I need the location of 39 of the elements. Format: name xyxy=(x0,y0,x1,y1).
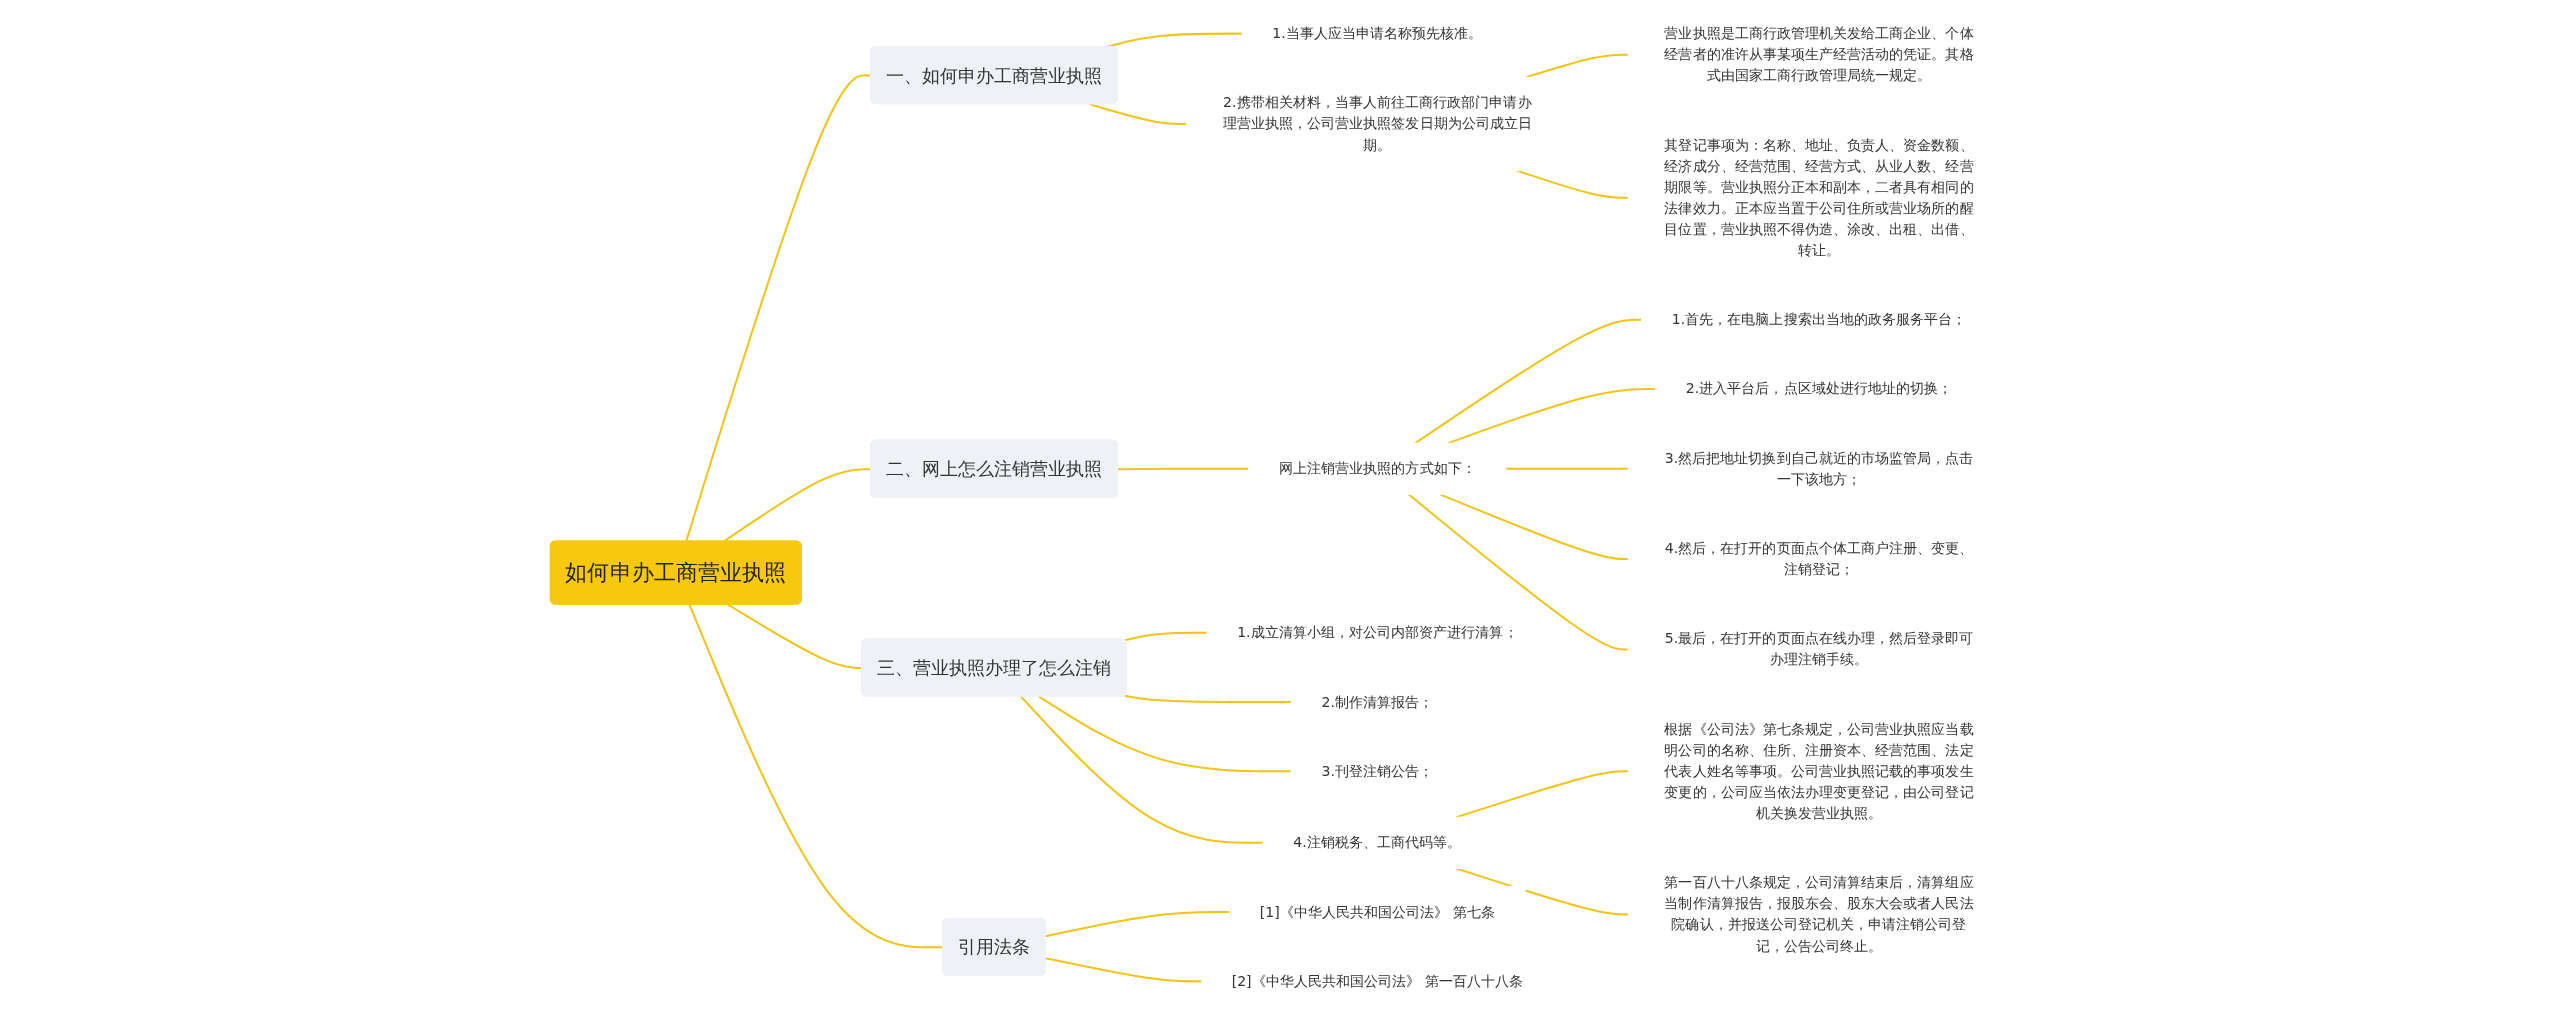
node-text: 2.制作清算报告； xyxy=(1321,693,1434,710)
connector xyxy=(1456,770,1629,819)
node-text: 1.成立清算小组，对公司内部资产进行清算； xyxy=(1237,624,1518,641)
connector xyxy=(1124,631,1208,642)
node-text: [2]《中华人民共和国公司法》 第一百八十八条 xyxy=(1231,972,1524,989)
connector xyxy=(1045,911,1230,938)
connector xyxy=(1020,695,1264,844)
node-text: 营业执照是工商行政管理机关发给工商企业、个体经营者的准许从事某项生产经营活动的凭证。其格式由国家工商行政管理局统一规定。 xyxy=(1664,25,1974,84)
connector xyxy=(1414,318,1642,444)
node-text: 根据《公司法》第七条规定，公司营业执照应当载明公司的名称、住所、注册资本、经营范围、法定代表人姓名等事项。公司营业执照记载的事项发生变更的，公司应当依法办理变更登记，由公司登记机关换发营业执照。 xyxy=(1664,720,1974,822)
connector xyxy=(685,74,871,542)
connector xyxy=(1408,493,1629,651)
connector xyxy=(1045,957,1202,983)
connector xyxy=(1525,53,1629,79)
node-text: 第一百八十八条规定，公司清算结束后，清算组应当制作清算报告，报股东会、股东大会或者人民法院确认，并报送公司登记机关，申请注销公司登记，公告公司终止。 xyxy=(1664,874,1974,954)
connector xyxy=(1516,169,1629,199)
node-text: 1.当事人应当申请名称预先核准。 xyxy=(1272,25,1483,42)
connector xyxy=(688,604,944,949)
connector xyxy=(727,603,862,669)
connector xyxy=(1038,695,1292,773)
node-text: 4.注销税务、工商代码等。 xyxy=(1293,834,1462,851)
node-text: 1.首先，在电脑上搜索出当地的政务服务平台； xyxy=(1671,311,1967,328)
connector xyxy=(1089,103,1187,125)
node-text: 3.刊登注销公告； xyxy=(1321,762,1434,779)
connector xyxy=(723,468,871,543)
connector xyxy=(1439,493,1629,561)
node-text: 4.然后，在打开的页面点个体工商户注册、变更、注销登记； xyxy=(1664,540,1974,578)
connector xyxy=(1124,694,1292,704)
connector xyxy=(1447,387,1656,445)
node-text: 其登记事项为：名称、地址、负责人、资金数额、经济成分、经营范围、经营方式、从业人数、经营期限等。营业执照分正本和副本，二者具有相同的法律效力。正本应当置于公司住所或营业场所的醒目位置，营业执照不得伪造、涂改、出租、出借、转让。 xyxy=(1664,136,1974,258)
node-text: 5.最后，在打开的页面点在线办理，然后登录即可办理注销手续。 xyxy=(1664,630,1974,668)
node-text: 3.然后把地址切换到自己就近的市场监管局，点击一下该地方； xyxy=(1664,449,1974,487)
node-text: 2.携带相关材料，当事人前往工商行政部门申请办理营业执照，公司营业执照签发日期为公司成立日期。 xyxy=(1222,94,1532,153)
connector xyxy=(1117,467,1249,471)
connector xyxy=(1505,467,1629,470)
node-text: [1]《中华人民共和国公司法》 第七条 xyxy=(1259,903,1495,920)
node-text: 网上注销营业执照的方式如下： xyxy=(1279,460,1476,477)
node-text: 2.进入平台后，点区域处进行地址的切换； xyxy=(1685,380,1953,397)
connector xyxy=(1456,867,1629,916)
